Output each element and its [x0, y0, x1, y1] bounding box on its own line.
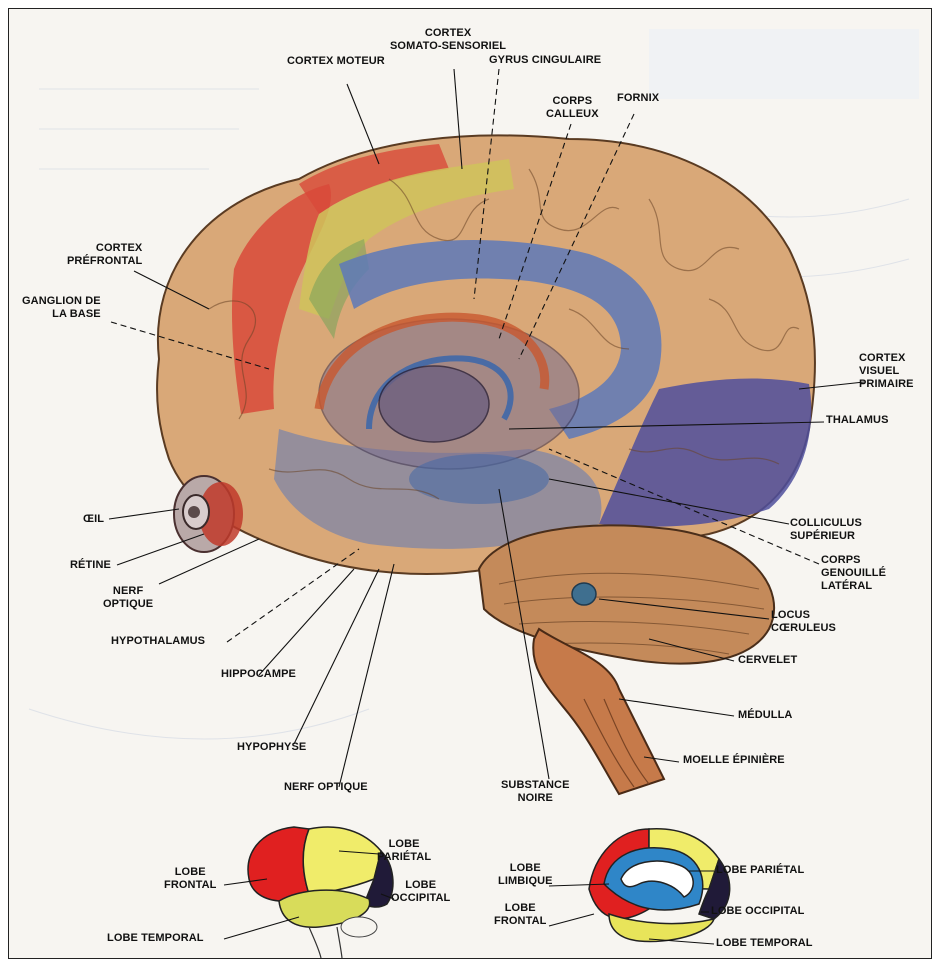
label-hippocampe: HIPPOCAMPE	[221, 668, 296, 681]
label-hypothalamus: HYPOTHALAMUS	[111, 635, 205, 648]
label-gyrus-cingulaire: GYRUS CINGULAIRE	[489, 54, 601, 67]
thalamus-shape	[379, 366, 489, 442]
hippocampus-shape	[409, 454, 549, 504]
label-nerf-optique-2: NERF OPTIQUE	[284, 781, 368, 794]
label-lobe-occipital-right: LOBE OCCIPITAL	[711, 905, 804, 918]
lobe-parietal-shape	[303, 827, 381, 894]
label-cortex-prefrontal: CORTEX PRÉFRONTAL	[67, 242, 142, 268]
label-lobe-frontal-right: LOBE FRONTAL	[494, 902, 546, 928]
lobe-frontal-shape	[248, 827, 309, 901]
label-corps-calleux: CORPS CALLEUX	[546, 95, 599, 121]
label-nerf-optique-1: NERF OPTIQUE	[103, 585, 153, 611]
lobe-diagram-medial	[589, 829, 730, 942]
label-lobe-occipital-left: LOBE OCCIPITAL	[391, 879, 450, 905]
label-fornix: FORNIX	[617, 92, 659, 105]
brain-illustration	[9, 9, 931, 958]
cerebrum	[157, 135, 815, 574]
label-lobe-temporal-left: LOBE TEMPORAL	[107, 932, 204, 945]
label-lobe-parietal-right: LOBE PARIÉTAL	[716, 864, 804, 877]
label-substance-noire: SUBSTANCE NOIRE	[501, 779, 570, 805]
label-medulla: MÉDULLA	[738, 709, 792, 722]
cerebellum	[479, 525, 774, 663]
label-cortex-visuel-primaire: CORTEX VISUEL PRIMAIRE	[859, 352, 914, 391]
label-oeil: ŒIL	[83, 513, 104, 526]
label-cervelet: CERVELET	[738, 654, 797, 667]
figure-frame: CORTEX MOTEUR CORTEX SOMATO-SENSORIEL GY…	[8, 8, 932, 959]
label-locus-coeruleus: LOCUS CŒRULEUS	[771, 609, 836, 635]
label-moelle-epiniere: MOELLE ÉPINIÈRE	[683, 754, 785, 767]
lobe-diagram-lateral	[248, 827, 393, 958]
label-lobe-limbique: LOBE LIMBIQUE	[498, 862, 553, 888]
label-cortex-moteur: CORTEX MOTEUR	[287, 55, 385, 68]
label-thalamus: THALAMUS	[826, 414, 889, 427]
label-cortex-somato-sensoriel: CORTEX SOMATO-SENSORIEL	[390, 27, 506, 53]
label-lobe-frontal-left: LOBE FRONTAL	[164, 866, 216, 892]
label-corps-genouille-lateral: CORPS GENOUILLÉ LATÉRAL	[821, 554, 886, 593]
label-lobe-parietal-left: LOBE PARIÉTAL	[377, 838, 431, 864]
label-hypophyse: HYPOPHYSE	[237, 741, 306, 754]
medial-temporal-shape	[609, 914, 714, 942]
label-lobe-temporal-right: LOBE TEMPORAL	[716, 937, 813, 950]
label-ganglion-de-la-base: GANGLION DE LA BASE	[22, 295, 101, 321]
locus-coeruleus-spot	[572, 583, 596, 605]
label-retine: RÉTINE	[70, 559, 111, 572]
label-colliculus-superieur: COLLICULUS SUPÉRIEUR	[790, 517, 862, 543]
